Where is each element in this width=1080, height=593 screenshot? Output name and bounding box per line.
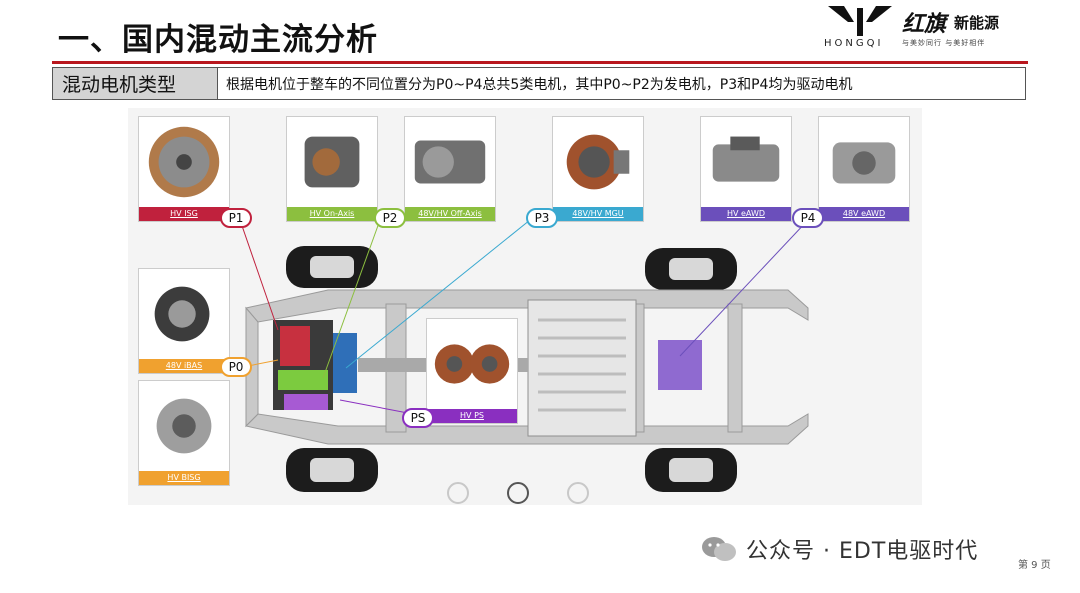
motor-type-row: 混动电机类型 根据电机位于整车的不同位置分为P0~P4总共5类电机，其中P0~P… [52, 67, 1026, 100]
badge-ps: PS [402, 408, 434, 428]
card-hv-isg: HV ISG [138, 116, 230, 222]
48v-eawd-unit-icon [832, 142, 896, 184]
card-hv-on-axis: HV On-Axis [286, 116, 378, 222]
title-divider [52, 61, 1028, 64]
card-hv-eawd: HV eAWD [700, 116, 792, 222]
motor-type-label: 混动电机类型 [53, 68, 218, 99]
badge-p2: P2 [374, 208, 406, 228]
wechat-icon [702, 537, 736, 561]
page-title: 一、国内混动主流分析 [58, 22, 378, 58]
card-label: HV BISG [139, 471, 229, 485]
hybrid-motor-position-figure: HV ISG HV On-Axis 48V/HV Off-Axis 48V/HV… [128, 108, 922, 505]
badge-p1: P1 [220, 208, 252, 228]
mgu-motor-icon [566, 134, 630, 190]
card-hv-ps: HV PS [426, 318, 518, 424]
card-label: HV eAWD [701, 207, 791, 221]
hongqi-emblem-icon [828, 6, 892, 36]
card-label: 48V/HV MGU [553, 207, 643, 221]
badge-p3: P3 [526, 208, 558, 228]
chassis-illustration [239, 219, 809, 504]
card-label: HV PS [427, 409, 517, 423]
logo-hongqi-en: HONGQI [824, 38, 884, 49]
badge-p0: P0 [220, 357, 252, 377]
card-label: 48V iBAS [139, 359, 229, 373]
card-48v-hv-mgu: 48V/HV MGU [552, 116, 644, 222]
motor-type-description: 根据电机位于整车的不同位置分为P0~P4总共5类电机，其中P0~P2为发电机，P… [226, 76, 853, 93]
card-48v-hv-off-axis: 48V/HV Off-Axis [404, 116, 496, 222]
logo-tagline: 与美妙同行 与美好相伴 [902, 39, 986, 47]
card-hv-bisg: HV BISG [138, 380, 230, 486]
page-number: 第 9 页 [1018, 560, 1051, 571]
card-48v-eawd: 48V eAWD [818, 116, 910, 222]
power-split-motor-icon [434, 344, 510, 384]
hv-eawd-unit-icon [712, 136, 780, 182]
card-label: HV On-Axis [287, 207, 377, 221]
badge-p4: P4 [792, 208, 824, 228]
off-axis-motor-icon [414, 140, 486, 184]
bisg-motor-icon [156, 398, 212, 454]
hv-isg-motor-icon [148, 126, 220, 198]
card-label: 48V/HV Off-Axis [405, 207, 495, 221]
watermark-text: 公众号 · EDT电驱时代 [746, 539, 979, 564]
ibas-alternator-icon [154, 286, 210, 342]
card-48v-ibas: 48V iBAS [138, 268, 230, 374]
card-label: HV ISG [139, 207, 229, 221]
hongqi-logo: HONGQI 红旗 新能源 与美妙同行 与美好相伴 [824, 2, 1024, 58]
hv-on-axis-motor-icon [304, 136, 360, 188]
wechat-watermark: 公众号 · EDT电驱时代 [700, 533, 978, 565]
logo-hongqi-cn: 红旗 [902, 11, 947, 37]
card-label: 48V eAWD [819, 207, 909, 221]
logo-new-energy: 新能源 [954, 14, 1000, 32]
